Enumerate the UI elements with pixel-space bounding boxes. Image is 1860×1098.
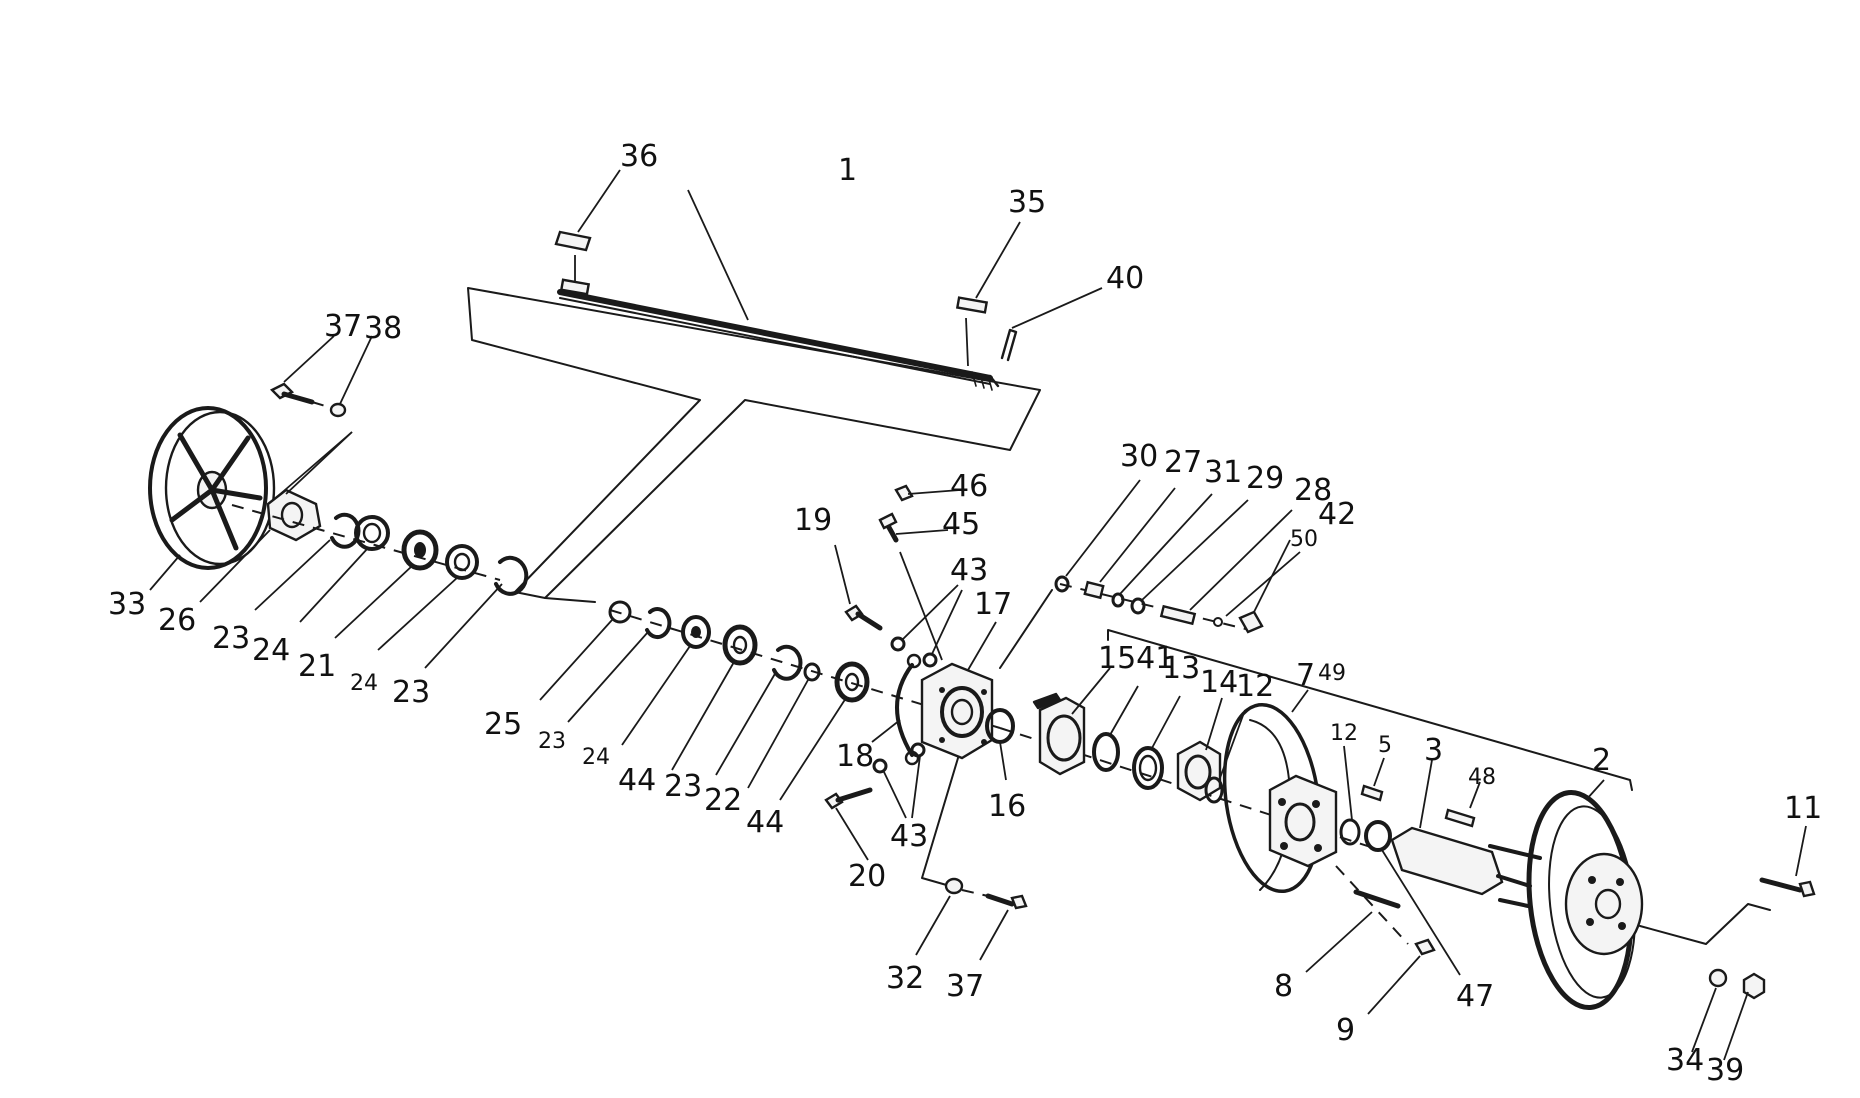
callout-47: 47 bbox=[1456, 979, 1494, 1014]
callout-7: 7 bbox=[1296, 658, 1315, 693]
callout-37a: 37 bbox=[324, 309, 362, 344]
callout-24a: 24 bbox=[252, 633, 290, 668]
callout-11: 11 bbox=[1784, 791, 1822, 826]
callout-38: 38 bbox=[364, 311, 402, 346]
callout-29: 29 bbox=[1246, 461, 1284, 496]
shaft-assembly bbox=[467, 169, 1103, 599]
callout-3: 3 bbox=[1424, 733, 1443, 768]
callout-20: 20 bbox=[848, 859, 886, 894]
callout-44a: 44 bbox=[618, 763, 656, 798]
callout-labels: 1 2 3 5 7 8 9 11 12 12 13 14 1541 16 17 … bbox=[108, 139, 1822, 1088]
callout-18: 18 bbox=[836, 739, 874, 774]
callout-24b: 24 bbox=[350, 671, 378, 696]
callout-31: 31 bbox=[1204, 455, 1242, 490]
callout-46: 46 bbox=[950, 469, 988, 504]
callout-50: 50 bbox=[1290, 527, 1318, 552]
callout-39: 39 bbox=[1706, 1053, 1744, 1088]
callout-45: 45 bbox=[942, 507, 980, 542]
callout-27: 27 bbox=[1164, 445, 1202, 480]
seal-group bbox=[999, 479, 1633, 851]
callout-12b: 12 bbox=[1236, 669, 1274, 704]
callout-9: 9 bbox=[1336, 1013, 1355, 1048]
callout-28: 28 bbox=[1294, 473, 1332, 508]
callout-13: 13 bbox=[1162, 651, 1200, 686]
callout-14: 14 bbox=[1200, 665, 1238, 700]
callout-23b: 23 bbox=[392, 675, 430, 710]
callout-42: 42 bbox=[1318, 497, 1356, 532]
callout-12a: 12 bbox=[1330, 721, 1358, 746]
callout-49: 49 bbox=[1318, 661, 1346, 686]
left-pulley-group bbox=[148, 335, 529, 669]
callout-23d: 23 bbox=[664, 769, 702, 804]
callout-23a: 23 bbox=[212, 621, 250, 656]
callout-22: 22 bbox=[704, 783, 742, 818]
callout-26: 26 bbox=[158, 603, 196, 638]
middle-bearing-group bbox=[539, 597, 1001, 801]
callout-43b: 43 bbox=[890, 819, 928, 854]
callout-48: 48 bbox=[1468, 765, 1496, 790]
callout-2: 2 bbox=[1592, 743, 1611, 778]
callout-36: 36 bbox=[620, 139, 658, 174]
right-pulley-group bbox=[1222, 689, 1816, 1061]
callout-33: 33 bbox=[108, 587, 146, 622]
callout-43a: 43 bbox=[950, 553, 988, 588]
callout-34: 34 bbox=[1666, 1043, 1704, 1078]
callout-44b: 44 bbox=[746, 805, 784, 840]
callout-17: 17 bbox=[974, 587, 1012, 622]
callout-32: 32 bbox=[886, 961, 924, 996]
callout-5: 5 bbox=[1378, 733, 1392, 758]
callout-23c: 23 bbox=[538, 729, 566, 754]
callout-16: 16 bbox=[988, 789, 1026, 824]
callout-25: 25 bbox=[484, 707, 522, 742]
callout-24c: 24 bbox=[582, 745, 610, 770]
callout-37b: 37 bbox=[946, 969, 984, 1004]
callout-30: 30 bbox=[1120, 439, 1158, 474]
callout-21: 21 bbox=[298, 649, 336, 684]
callout-1541: 1541 bbox=[1098, 641, 1174, 676]
callout-8: 8 bbox=[1274, 969, 1293, 1004]
callout-35: 35 bbox=[1008, 185, 1046, 220]
housing-group bbox=[824, 484, 1053, 961]
callout-40: 40 bbox=[1106, 261, 1144, 296]
callout-1: 1 bbox=[838, 153, 857, 188]
callout-19: 19 bbox=[794, 503, 832, 538]
